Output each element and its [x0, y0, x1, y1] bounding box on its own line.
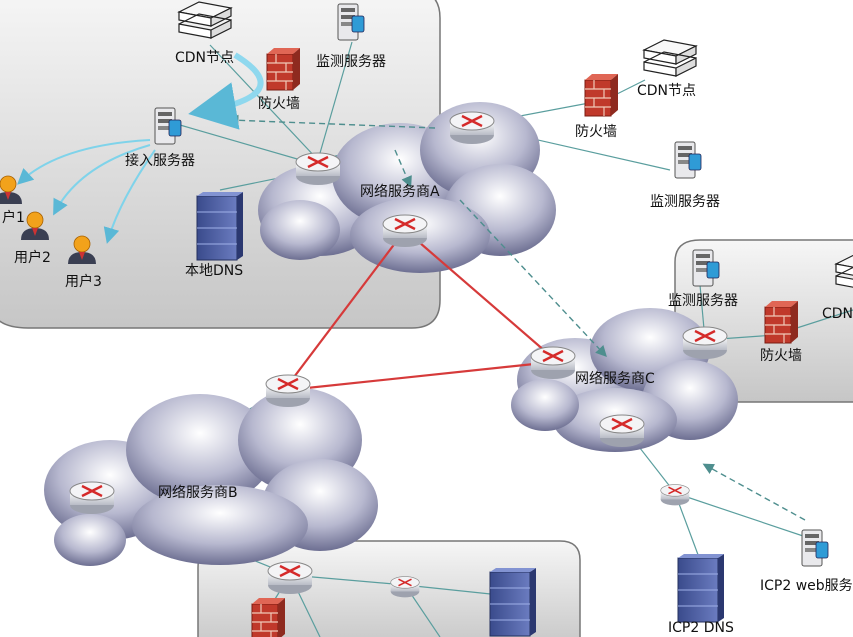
- label-cdn-node-right: CDN节点: [637, 83, 696, 99]
- label-firewall-top: 防火墙: [258, 96, 300, 112]
- server-icon: [674, 141, 702, 179]
- router-icon: [529, 345, 577, 381]
- label-user3: 用户3: [65, 273, 102, 290]
- label-user2: 用户2: [14, 249, 51, 266]
- label-cdn-node-top: CDN节点: [175, 50, 234, 66]
- label-icp2-dns: ICP2 DNS: [668, 620, 734, 636]
- label-user1: 户1: [2, 209, 25, 226]
- router-icon: [659, 483, 691, 507]
- label-icp2-web: ICP2 web服务: [760, 578, 853, 594]
- label-cdn-c: CDN: [822, 306, 853, 322]
- router-icon: [381, 213, 429, 249]
- cloud-isp-a: [258, 102, 556, 273]
- label-isp-b: 网络服务商B: [158, 485, 238, 501]
- dashed-arrows: [227, 114, 806, 521]
- user-arrows: [17, 52, 264, 244]
- label-monitor-top: 监测服务器: [316, 54, 386, 70]
- dns-rack-icon: [677, 553, 725, 623]
- cloud-isp-b: [44, 388, 378, 566]
- label-isp-c: 网络服务商C: [575, 371, 655, 387]
- label-firewall-c: 防火墙: [760, 348, 802, 364]
- label-local-dns: 本地DNS: [185, 263, 243, 279]
- firewall-icon: [764, 300, 799, 344]
- router-icon: [294, 151, 342, 187]
- router-icon: [266, 560, 314, 596]
- label-monitor-right: 监测服务器: [650, 194, 720, 210]
- label-firewall-right: 防火墙: [575, 124, 617, 140]
- server-icon: [801, 529, 829, 567]
- router-icon: [264, 373, 312, 409]
- backbone-links: [287, 229, 554, 392]
- dns-rack-icon: [489, 567, 537, 637]
- router-icon: [448, 110, 496, 146]
- firewall-icon: [266, 47, 301, 91]
- router-icon: [389, 575, 421, 599]
- label-isp-a: 网络服务商A: [360, 184, 440, 200]
- router-icon: [68, 480, 116, 516]
- router-icon: [598, 413, 646, 449]
- label-access-server: 接入服务器: [125, 152, 195, 169]
- firewall-icon: [251, 597, 286, 637]
- dns-rack-icon: [196, 191, 244, 261]
- cdn-node-icon: [643, 39, 697, 77]
- firewall-icon: [584, 73, 619, 117]
- router-icon: [681, 325, 729, 361]
- label-monitor-c: 监测服务器: [668, 293, 738, 309]
